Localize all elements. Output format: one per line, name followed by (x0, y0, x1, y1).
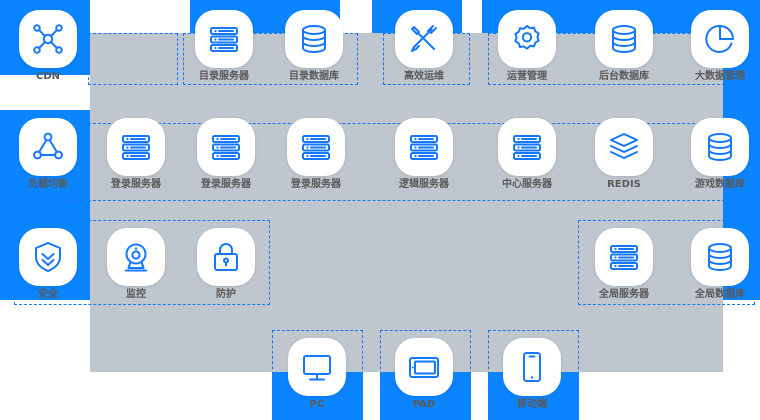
lock-icon (197, 228, 255, 286)
desktop-monitor-icon (288, 338, 346, 396)
node-label: 移动端 (517, 399, 547, 410)
group-directory (183, 33, 358, 85)
node-database-cylinder[interactable]: 全局数据库 (688, 228, 752, 301)
node-label: 中心服务器 (502, 179, 552, 190)
node-label: 安全 (38, 289, 58, 300)
group-security (14, 220, 270, 305)
tools-wrench-icon (395, 10, 453, 68)
group-global (578, 220, 755, 305)
node-label: REDIS (607, 179, 641, 190)
server-rack-icon (287, 118, 345, 176)
node-label: 后台数据库 (599, 71, 649, 82)
shield-icon (19, 228, 77, 286)
load-balancer-icon (19, 118, 77, 176)
node-database-cylinder[interactable]: 目录数据库 (282, 10, 346, 83)
node-cdn-network[interactable]: CDN (16, 10, 80, 83)
server-rack-icon (195, 10, 253, 68)
node-label: PAD (412, 399, 436, 410)
server-rack-icon (197, 118, 255, 176)
node-label: 防护 (216, 289, 236, 300)
database-cylinder-icon (691, 118, 749, 176)
node-server-rack[interactable]: 登录服务器 (104, 118, 168, 191)
tablet-icon (395, 338, 453, 396)
database-cylinder-icon (285, 10, 343, 68)
node-label: 运营管理 (507, 71, 547, 82)
node-label: 目录服务器 (199, 71, 249, 82)
node-label: 登录服务器 (201, 179, 251, 190)
database-cylinder-icon (691, 228, 749, 286)
node-label: PC (309, 399, 325, 410)
node-label: 游戏数据库 (695, 179, 745, 190)
node-gear-cog[interactable]: 运营管理 (495, 10, 559, 83)
node-label: 逻辑服务器 (399, 179, 449, 190)
node-server-rack[interactable]: 登录服务器 (284, 118, 348, 191)
group-cdn (88, 33, 178, 85)
node-database-cylinder[interactable]: 后台数据库 (592, 10, 656, 83)
node-label: 大数据管理 (695, 71, 745, 82)
node-shield[interactable]: 安全 (16, 228, 80, 301)
node-pie-chart[interactable]: 大数据管理 (688, 10, 752, 83)
server-rack-icon (498, 118, 556, 176)
layers-stack-icon (595, 118, 653, 176)
gear-cog-icon (498, 10, 556, 68)
camera-monitor-icon (107, 228, 165, 286)
node-label: 监控 (126, 289, 146, 300)
node-tools-wrench[interactable]: 高效运维 (392, 10, 456, 83)
node-layers-stack[interactable]: REDIS (592, 118, 656, 191)
node-label: 高效运维 (404, 71, 444, 82)
node-label: 登录服务器 (111, 179, 161, 190)
node-label: 全局服务器 (599, 289, 649, 300)
node-tablet[interactable]: PAD (392, 338, 456, 411)
pie-chart-icon (691, 10, 749, 68)
node-label: 目录数据库 (289, 71, 339, 82)
node-server-rack[interactable]: 全局服务器 (592, 228, 656, 301)
gray-backdrop-panel (90, 33, 723, 372)
node-database-cylinder[interactable]: 游戏数据库 (688, 118, 752, 191)
server-rack-icon (595, 228, 653, 286)
node-desktop-monitor[interactable]: PC (285, 338, 349, 411)
server-rack-icon (107, 118, 165, 176)
node-mobile-phone[interactable]: 移动端 (500, 338, 564, 411)
node-label: 全局数据库 (695, 289, 745, 300)
node-server-rack[interactable]: 目录服务器 (192, 10, 256, 83)
node-label: 负载均衡 (28, 179, 68, 190)
node-label: CDN (35, 71, 60, 82)
cdn-network-icon (19, 10, 77, 68)
node-load-balancer[interactable]: 负载均衡 (16, 118, 80, 191)
node-lock[interactable]: 防护 (194, 228, 258, 301)
server-rack-icon (395, 118, 453, 176)
mobile-phone-icon (503, 338, 561, 396)
node-camera-monitor[interactable]: 监控 (104, 228, 168, 301)
node-server-rack[interactable]: 中心服务器 (495, 118, 559, 191)
node-label: 登录服务器 (291, 179, 341, 190)
node-server-rack[interactable]: 登录服务器 (194, 118, 258, 191)
database-cylinder-icon (595, 10, 653, 68)
node-server-rack[interactable]: 逻辑服务器 (392, 118, 456, 191)
